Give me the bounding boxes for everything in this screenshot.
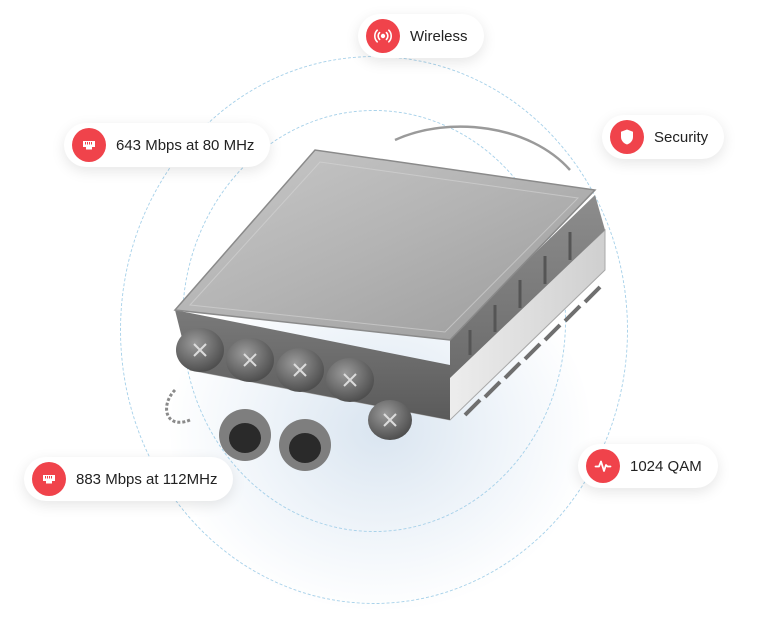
feature-label: 643 Mbps at 80 MHz xyxy=(116,136,255,154)
ethernet-port-icon xyxy=(32,462,66,496)
ethernet-port-icon xyxy=(72,128,106,162)
pulse-wave-icon xyxy=(586,449,620,483)
feature-speed-80mhz: 643 Mbps at 80 MHz xyxy=(64,123,271,167)
feature-label: Security xyxy=(654,128,709,146)
feature-1024-qam: 1024 QAM xyxy=(578,444,718,488)
feature-security: Security xyxy=(602,115,725,159)
outdoor-radio-device-image xyxy=(165,125,606,471)
feature-speed-112mhz: 883 Mbps at 112MHz xyxy=(24,457,234,501)
shield-icon xyxy=(610,120,644,154)
feature-label: 1024 QAM xyxy=(630,457,702,475)
feature-label: Wireless xyxy=(410,27,468,45)
wireless-signal-icon xyxy=(366,19,400,53)
feature-wireless: Wireless xyxy=(358,14,484,58)
feature-label: 883 Mbps at 112MHz xyxy=(76,470,218,488)
